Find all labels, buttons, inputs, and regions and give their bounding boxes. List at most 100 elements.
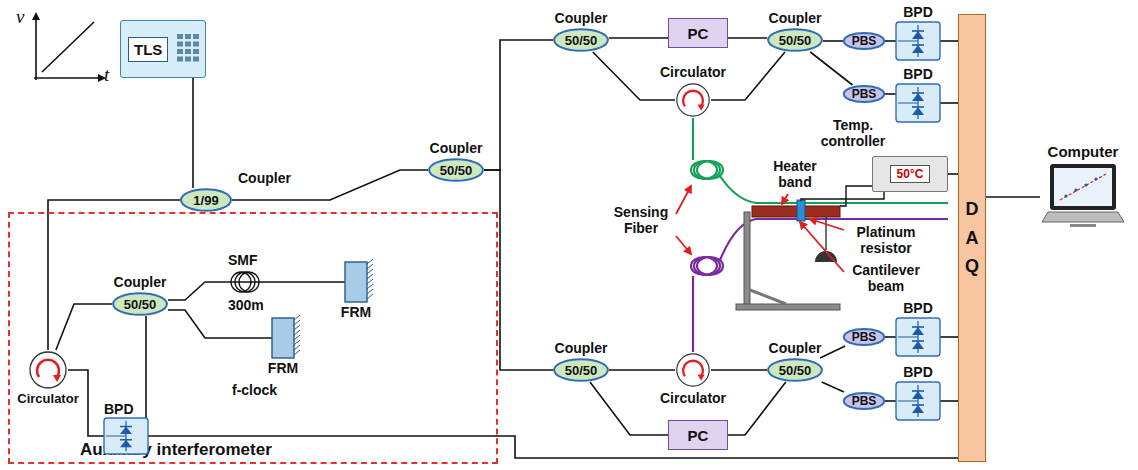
keypad xyxy=(176,33,200,63)
dashed-region: Auxiliary interferometerCirculatorCouple… xyxy=(8,212,498,464)
annotation-label: f-clock xyxy=(232,382,277,398)
annotation-label: SMF xyxy=(228,252,258,268)
fiber-link xyxy=(885,40,896,42)
display-text: TLS xyxy=(128,37,168,62)
node-heading: Circulator xyxy=(660,390,726,406)
ratio-text: 50/50 xyxy=(779,363,812,378)
fiber-link xyxy=(940,40,958,42)
fiber-link xyxy=(940,102,958,104)
annotation-label: Heater band xyxy=(764,158,826,190)
annotation-label: Cantilever beam xyxy=(846,262,926,294)
node-heading: Computer xyxy=(1048,143,1119,160)
node-heading: FRM xyxy=(268,360,298,376)
pbs-text: PBS xyxy=(852,34,877,48)
fiber-coupler: Coupler50/50 xyxy=(553,28,609,52)
shape-outline xyxy=(896,84,940,122)
fiber-link xyxy=(168,310,272,338)
shape-outline xyxy=(272,318,294,358)
fiber-link xyxy=(823,40,843,42)
balanced-detector: BPD xyxy=(896,84,940,122)
fiber-link xyxy=(590,382,668,435)
node-heading: Coupler xyxy=(114,274,167,290)
ratio-text: 50/50 xyxy=(779,33,812,48)
fiber-coupler: Coupler50/50 xyxy=(428,158,484,182)
fiber-link xyxy=(885,93,896,95)
fiber-coupler: Coupler50/50 xyxy=(767,358,823,382)
balanced-detector: BPD xyxy=(896,22,940,60)
node-heading: BPD xyxy=(903,300,933,316)
node-heading: Coupler xyxy=(555,10,608,26)
polarization-controller: PC xyxy=(668,18,728,48)
faraday-mirror: FRM xyxy=(345,262,367,302)
daq-text: DAQ xyxy=(963,195,981,281)
fiber-link xyxy=(192,78,194,188)
fiber-link xyxy=(820,346,845,358)
circulator: Circulator xyxy=(675,352,711,388)
shape-outline xyxy=(675,82,711,118)
ratio-text: 50/50 xyxy=(440,163,473,178)
pbs-text: PBS xyxy=(852,330,877,344)
fiber-link xyxy=(711,369,767,371)
cantilever-stand xyxy=(736,200,840,310)
fiber-link xyxy=(728,37,767,39)
fiber-link xyxy=(885,400,896,402)
tuning-graph xyxy=(34,14,104,80)
node-heading: Coupler xyxy=(430,140,483,156)
fiber-link xyxy=(609,369,675,371)
node-heading: BPD xyxy=(104,401,134,417)
ratio-text: 50/50 xyxy=(124,297,157,312)
fiber-link xyxy=(810,52,852,85)
node-heading: Circulator xyxy=(17,392,78,407)
balanced-detector: BPD xyxy=(104,418,148,454)
circulator: Circulator xyxy=(675,82,711,118)
fiber-link xyxy=(484,40,553,170)
node-heading: Coupler xyxy=(238,170,291,186)
shape-outline xyxy=(1040,162,1126,232)
node-heading: BPD xyxy=(903,364,933,380)
fiber-coupler: Coupler50/50 xyxy=(767,28,823,52)
fiber-link xyxy=(484,170,553,370)
fiber-link xyxy=(940,400,958,402)
faraday-mirror: FRM xyxy=(272,318,294,358)
shape-outline xyxy=(675,352,711,388)
polarization-splitter: PBS xyxy=(843,32,885,50)
shape-outline xyxy=(896,382,940,420)
annotation-label: Sensing Fiber xyxy=(608,204,674,236)
shape-outline xyxy=(28,350,68,390)
balanced-detector: BPD xyxy=(896,382,940,420)
polarization-splitter: PBS xyxy=(843,328,885,346)
shape-outline xyxy=(345,262,367,302)
fiber-link xyxy=(56,304,112,350)
circulator: Circulator xyxy=(28,350,68,390)
annotation-label: Platinum resistor xyxy=(846,224,926,256)
annotation-label: 300m xyxy=(228,297,264,313)
annotation-label: t xyxy=(104,64,109,86)
pointer-arrows xyxy=(676,186,844,272)
daq-unit: DAQ xyxy=(958,14,986,462)
polarization-controller: PC xyxy=(668,420,728,450)
shape-outline xyxy=(896,22,940,60)
fiber-link xyxy=(728,382,786,435)
annotation-label: ν xyxy=(16,6,24,28)
node-heading: BPD xyxy=(903,4,933,20)
laser-source: TLS xyxy=(120,20,206,78)
fiber-link xyxy=(822,382,844,392)
balanced-detector: BPD xyxy=(896,318,940,356)
fiber-coupler: Coupler50/50 xyxy=(112,292,168,316)
ratio-text: 50/50 xyxy=(565,363,598,378)
fiber-coupler: Coupler1/99 xyxy=(180,188,232,212)
pc-text: PC xyxy=(688,427,709,444)
ratio-text: 1/99 xyxy=(193,193,218,208)
node-heading: Coupler xyxy=(769,340,822,356)
fiber-link xyxy=(940,336,958,338)
pbs-text: PBS xyxy=(852,394,877,408)
node-heading: Coupler xyxy=(769,10,822,26)
node-heading: BPD xyxy=(903,66,933,82)
display-text: 50°C xyxy=(890,165,931,183)
node-heading: Coupler xyxy=(555,340,608,356)
pc-text: PC xyxy=(688,25,709,42)
fiber-link xyxy=(609,37,668,39)
sensing-fiber-green xyxy=(691,118,948,203)
fiber-coupler: Coupler50/50 xyxy=(553,358,609,382)
